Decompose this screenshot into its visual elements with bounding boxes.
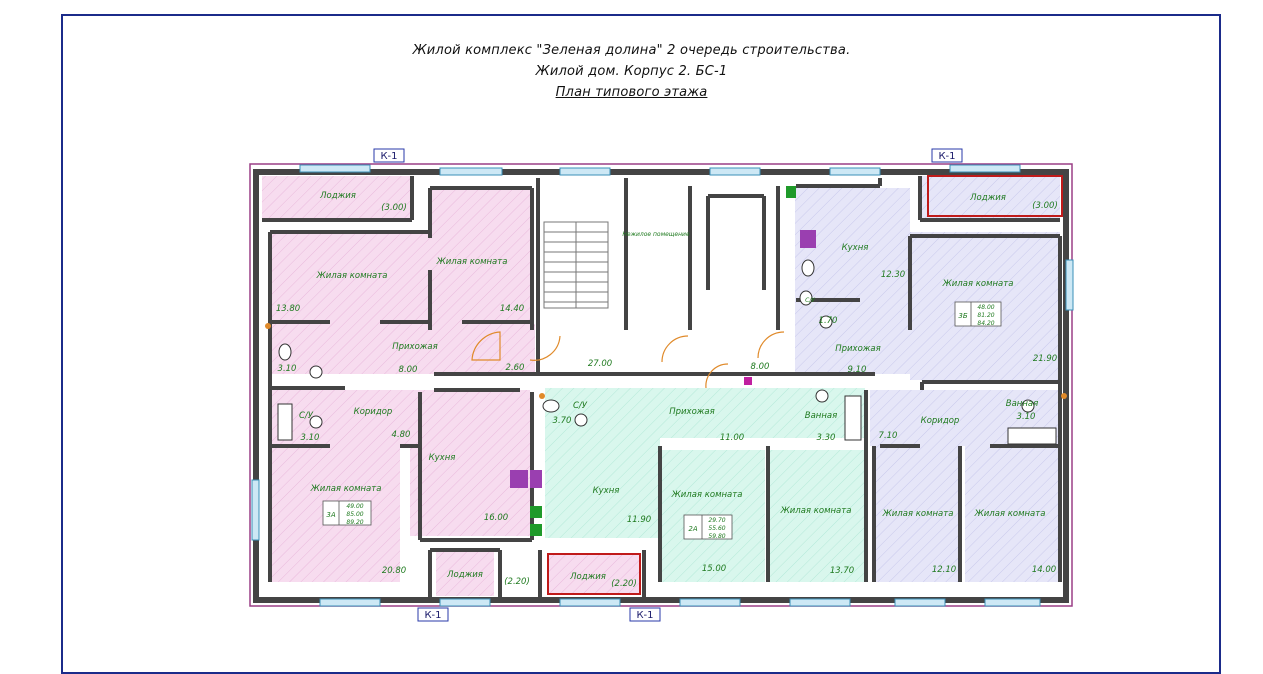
- apartment-value: 48.00: [977, 304, 994, 311]
- staircase: [543, 221, 609, 309]
- room-area: 12.30: [881, 270, 905, 280]
- room-area: 12.10: [932, 565, 956, 575]
- room-label: Коридор: [354, 407, 393, 417]
- room-area: (2.20): [611, 579, 637, 589]
- room-area: 3.30: [817, 433, 836, 443]
- room-area: 27.00: [588, 359, 612, 369]
- room-label: Жилая комната: [310, 484, 382, 494]
- room-area: 4.80: [392, 430, 411, 440]
- apartment-value: 59.80: [708, 533, 725, 540]
- room-label: Лоджия: [569, 572, 606, 582]
- section-mark: К-1: [636, 610, 653, 621]
- fixtures: [265, 186, 1067, 536]
- windows: [251, 164, 1074, 607]
- loggia-outline-center: [547, 553, 641, 595]
- section-mark: К-1: [424, 610, 441, 621]
- room-label: Жилая комната: [316, 271, 388, 281]
- apartment-value: 49.00: [346, 503, 363, 510]
- room-area: 16.00: [484, 513, 508, 523]
- apartment-code: 3А: [326, 511, 335, 519]
- title-line-1: Жилой комплекс "Зеленая долина" 2 очеред…: [412, 43, 851, 58]
- room-area: (2.20): [504, 577, 530, 587]
- room-label: Кухня: [593, 486, 620, 496]
- room-area: 8.00: [751, 362, 770, 372]
- room-label: Лоджия: [969, 193, 1006, 203]
- room-label: Жилая комната: [974, 509, 1046, 519]
- room-label: Лоджия: [446, 570, 483, 580]
- room-area: (3.00): [381, 203, 407, 213]
- loggia-outline-right: [927, 175, 1063, 217]
- section-mark: К-1: [938, 151, 955, 162]
- room-label: Жилая комната: [671, 490, 743, 500]
- room-area: 11.00: [720, 433, 744, 443]
- exterior-wall: [253, 169, 1069, 603]
- room-area: 3.10: [301, 433, 320, 443]
- room-label: С/У: [805, 297, 815, 304]
- room-area: 3.70: [553, 416, 572, 426]
- room-area: 3.10: [1017, 412, 1036, 422]
- room-area: 3.10: [278, 364, 297, 374]
- apartment-boxes: 3А 49.00 85.00 89.20 2А 29.70 55.60 59.8…: [322, 301, 1002, 540]
- room-label: С/У: [299, 411, 314, 421]
- room-area: 9.10: [848, 365, 867, 375]
- interior-walls: [262, 176, 1062, 598]
- room-label: Прихожая: [392, 342, 438, 352]
- room-label: Жилая комната: [780, 506, 852, 516]
- room-area: 14.40: [500, 304, 524, 314]
- room-area: 1.70: [819, 316, 838, 326]
- section-mark: К-1: [380, 151, 397, 162]
- room-label: Коридор: [921, 416, 960, 426]
- room-label: С/У: [573, 401, 588, 411]
- room-label: Жилая комната: [882, 509, 954, 519]
- apartment-code: 3Б: [958, 312, 967, 320]
- doors: [471, 331, 785, 389]
- room-label: Ванная: [1006, 399, 1038, 409]
- room-label: Прихожая: [669, 407, 715, 417]
- apartment-value: 85.00: [346, 511, 363, 518]
- room-label: Жилая комната: [942, 279, 1014, 289]
- room-label: Жилая комната: [436, 257, 508, 267]
- room-label: Нежилое помещение: [622, 231, 690, 238]
- room-labels: Лоджия (3.00) Жилая комната 13.80 Жилая …: [276, 191, 1058, 589]
- room-area: 13.80: [276, 304, 300, 314]
- apartment-value: 29.70: [708, 517, 725, 524]
- room-area: 7.10: [879, 431, 898, 441]
- section-marks: К-1 К-1 К-1 К-1: [373, 148, 963, 622]
- room-label: Лоджия: [319, 191, 356, 201]
- room-label: Кухня: [842, 243, 869, 253]
- title-line-3: План типового этажа: [555, 85, 708, 100]
- room-label: Прихожая: [835, 344, 881, 354]
- room-area: 13.70: [830, 566, 854, 576]
- room-area: 21.90: [1033, 354, 1057, 364]
- room-area: 20.80: [382, 566, 406, 576]
- apartment-2a-zone: [545, 388, 865, 594]
- room-area: 2.60: [506, 363, 525, 373]
- room-label: Кухня: [429, 453, 456, 463]
- apartment-code: 2А: [688, 525, 697, 533]
- room-area: 11.90: [627, 515, 651, 525]
- room-label: Ванная: [805, 411, 837, 421]
- apartment-value: 81.20: [977, 312, 994, 319]
- room-area: (3.00): [1032, 201, 1058, 211]
- room-area: 8.00: [399, 365, 418, 375]
- room-area: 14.00: [1032, 565, 1056, 575]
- apartment-value: 84.20: [977, 320, 994, 327]
- room-area: 15.00: [702, 564, 726, 574]
- apartment-value: 89.20: [346, 519, 363, 526]
- apartment-value: 55.60: [708, 525, 725, 532]
- title-line-2: Жилой дом. Корпус 2. БС-1: [535, 64, 728, 79]
